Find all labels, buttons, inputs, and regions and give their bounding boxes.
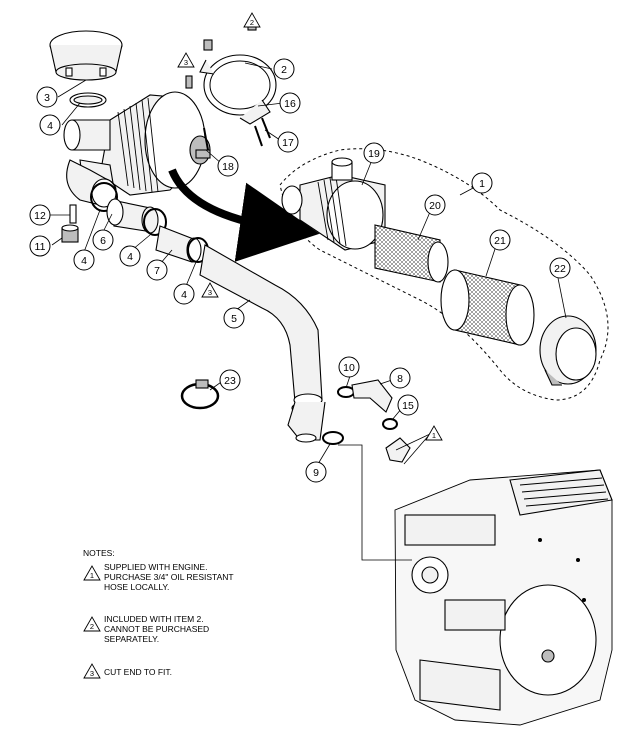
callout-10: 10: [338, 356, 360, 378]
exploded-view-arrow: [168, 168, 320, 262]
callout-23: 23: [219, 369, 241, 391]
clamp-4b: [90, 182, 118, 212]
svg-text:16: 16: [284, 98, 296, 110]
breather-line: [338, 444, 412, 561]
svg-text:3: 3: [184, 58, 188, 67]
svg-text:1: 1: [432, 431, 436, 440]
svg-text:CANNOT BE PURCHASED: CANNOT BE PURCHASED: [104, 624, 209, 634]
svg-text:4: 4: [127, 251, 133, 263]
hose-5: [199, 244, 326, 443]
svg-text:2: 2: [90, 622, 94, 631]
callout-15: 15: [397, 394, 419, 416]
svg-text:18: 18: [222, 161, 234, 173]
callout-11: 11: [29, 235, 51, 257]
mounting-band: [199, 39, 277, 125]
svg-text:2: 2: [281, 64, 287, 76]
svg-text:2: 2: [250, 18, 254, 27]
engine-block: [394, 469, 613, 726]
svg-text:7: 7: [154, 265, 160, 277]
svg-text:17: 17: [282, 137, 294, 149]
svg-text:3: 3: [208, 288, 212, 297]
svg-text:HOSE LOCALLY.: HOSE LOCALLY.: [104, 582, 169, 592]
svg-text:9: 9: [313, 467, 319, 479]
callout-16: 16: [279, 92, 301, 114]
notes-block: NOTES: 1 SUPPLIED WITH ENGINE. PURCHASE …: [83, 548, 234, 679]
safety-filter-20: [374, 224, 449, 283]
svg-text:4: 4: [181, 289, 187, 301]
clamp-9: [322, 431, 344, 445]
callout-18: 18: [217, 155, 239, 177]
fitting-1: [385, 437, 411, 463]
svg-text:INCLUDED WITH ITEM 2.: INCLUDED WITH ITEM 2.: [104, 614, 204, 624]
svg-text:SEPARATELY.: SEPARATELY.: [104, 634, 159, 644]
clamp-top: [69, 92, 107, 108]
note-marker-1: 1: [425, 425, 443, 441]
callout-21: 21: [489, 229, 511, 251]
note-1: 1 SUPPLIED WITH ENGINE. PURCHASE 3/4" OI…: [83, 562, 234, 592]
callout-9: 9: [305, 461, 327, 483]
callout-5: 5: [223, 307, 245, 329]
svg-text:12: 12: [34, 210, 46, 222]
note-marker-3: 3: [201, 282, 219, 298]
svg-text:10: 10: [343, 362, 355, 374]
svg-text:4: 4: [47, 120, 53, 132]
clamp-4c: [143, 208, 167, 236]
primary-filter-21: [440, 269, 535, 346]
hose-6: [106, 198, 159, 234]
svg-text:1: 1: [479, 178, 485, 190]
svg-text:CUT END TO FIT.: CUT END TO FIT.: [104, 667, 172, 677]
callout-4: 4: [173, 283, 195, 305]
svg-text:6: 6: [100, 235, 106, 247]
callout-4: 4: [39, 114, 61, 136]
note-marker-2: 2: [243, 12, 261, 28]
note-2: 2 INCLUDED WITH ITEM 2. CANNOT BE PURCHA…: [83, 614, 209, 644]
callout-7: 7: [146, 259, 168, 281]
svg-text:PURCHASE 3/4" OIL RESISTANT: PURCHASE 3/4" OIL RESISTANT: [104, 572, 234, 582]
note-3: 3 CUT END TO FIT.: [83, 663, 172, 679]
callout-12: 12: [29, 204, 51, 226]
notes-heading: NOTES:: [83, 548, 115, 558]
svg-text:4: 4: [81, 255, 87, 267]
clamp-10: [337, 386, 355, 398]
svg-text:3: 3: [44, 92, 50, 104]
svg-text:19: 19: [368, 148, 380, 160]
vacuator-valve: [61, 204, 79, 243]
svg-text:21: 21: [494, 235, 506, 247]
svg-text:1: 1: [90, 571, 94, 580]
svg-text:22: 22: [554, 263, 566, 275]
callout-2: 2: [273, 58, 295, 80]
svg-text:5: 5: [231, 313, 237, 325]
rain-cap: [49, 30, 123, 81]
callout-3: 3: [36, 86, 58, 108]
svg-text:SUPPLIED WITH ENGINE.: SUPPLIED WITH ENGINE.: [104, 562, 207, 572]
svg-text:11: 11: [35, 241, 46, 253]
note-marker-3: 3: [177, 52, 195, 68]
callout-6: 6: [92, 229, 114, 251]
svg-text:15: 15: [402, 400, 414, 412]
svg-text:3: 3: [90, 669, 94, 678]
clamp-15: [382, 418, 398, 430]
filter-assembly-outline: [279, 148, 609, 401]
elbow-8: [351, 379, 393, 413]
outlet-elbow: [66, 159, 117, 208]
callout-4: 4: [119, 245, 141, 267]
callout-22: 22: [549, 257, 571, 279]
clamp-23: [180, 379, 220, 410]
svg-text:8: 8: [397, 373, 403, 385]
tube-7: [155, 225, 202, 263]
callout-20: 20: [424, 194, 446, 216]
callout-19: 19: [363, 142, 385, 164]
callout-1: 1: [471, 172, 493, 194]
air-cleaner-body-19: [281, 157, 386, 251]
svg-text:20: 20: [429, 200, 441, 212]
callout-8: 8: [389, 367, 411, 389]
callout-4: 4: [73, 249, 95, 271]
svg-text:23: 23: [224, 375, 236, 387]
callout-17: 17: [277, 131, 299, 153]
end-cap-22: [539, 315, 597, 386]
